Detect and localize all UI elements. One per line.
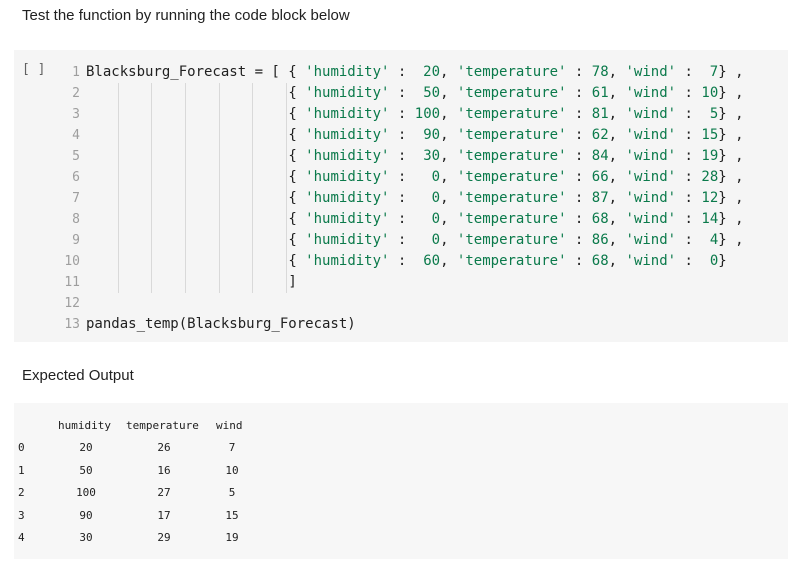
indent-guide (151, 83, 153, 293)
table-cell: 19 (225, 531, 239, 544)
column-header: temperature (126, 419, 199, 432)
table-cell: 5 (228, 486, 236, 499)
indent-guide (286, 83, 288, 293)
table-row: 4 30 29 19 (14, 527, 788, 549)
indent-guide (218, 83, 220, 293)
row-index: 1 (18, 463, 25, 477)
line-number: 8 (72, 212, 80, 227)
table-header-row: humidity temperature wind (14, 415, 788, 437)
line-number: 7 (72, 191, 80, 206)
code-text: { 'humidity' : 100, 'temperature' : 81, … (288, 106, 744, 122)
table-cell: 50 (79, 463, 93, 477)
line-number: 10 (64, 254, 80, 269)
row-index: 0 (18, 441, 25, 454)
table-cell: 15 (225, 508, 239, 522)
table-cell: 20 (79, 441, 93, 454)
code-text: pandas_temp(Blacksburg_Forecast) (86, 316, 356, 332)
code-text: { 'humidity' : 0, 'temperature' : 86, 'w… (288, 232, 744, 248)
row-index: 4 (18, 531, 25, 544)
indent-guide (252, 83, 254, 293)
table-cell: 100 (76, 486, 96, 499)
table-cell: 26 (157, 441, 171, 454)
line-number: 6 (72, 170, 80, 185)
code-text: { 'humidity' : 0, 'temperature' : 87, 'w… (288, 190, 744, 206)
table-row: 1 50 16 10 (14, 460, 788, 482)
line-number: 3 (72, 107, 80, 122)
table-row: 0 20 26 7 (14, 437, 788, 459)
table-cell: 30 (79, 531, 93, 544)
column-header: humidity (58, 419, 111, 432)
line-number: 5 (72, 149, 80, 164)
code-text: { 'humidity' : 90, 'temperature' : 62, '… (288, 127, 744, 143)
line-number: 1 (72, 65, 80, 80)
line-number: 2 (72, 86, 80, 101)
line-number: 12 (64, 296, 80, 311)
indent-guide (184, 83, 186, 293)
table-cell: 10 (225, 463, 239, 477)
column-header: wind (216, 419, 243, 432)
line-number: 4 (72, 128, 80, 143)
code-text: { 'humidity' : 60, 'temperature' : 68, '… (288, 253, 727, 269)
code-cell[interactable]: [ ] 1 Blacksburg_Forecast = [ { 'humidity… (14, 50, 788, 342)
code-text: Blacksburg_Forecast = [ { 'humidity' : 2… (86, 64, 744, 80)
indent-guide (117, 83, 119, 293)
line-number: 11 (64, 275, 80, 290)
table-cell: 17 (157, 508, 171, 522)
code-text: { 'humidity' : 50, 'temperature' : 61, '… (288, 85, 744, 101)
code-text: { 'humidity' : 30, 'temperature' : 84, '… (288, 148, 744, 164)
intro-text: Test the function by running the code bl… (22, 7, 350, 24)
row-index: 3 (18, 508, 25, 522)
table-cell: 7 (228, 441, 236, 454)
table-row: 2 100 27 5 (14, 482, 788, 504)
expected-output-heading: Expected Output (22, 367, 134, 384)
output-table: humidity temperature wind 0 20 26 7 1 50 16 10 2 100… (14, 403, 788, 559)
code-text: { 'humidity' : 0, 'temperature' : 66, 'w… (288, 169, 744, 185)
row-index: 2 (18, 486, 25, 499)
line-number: 13 (64, 317, 80, 332)
table-cell: 27 (157, 486, 171, 499)
run-cell-button[interactable]: [ ] (22, 62, 46, 77)
line-number: 9 (72, 233, 80, 248)
table-cell: 90 (79, 508, 93, 522)
code-text: { 'humidity' : 0, 'temperature' : 68, 'w… (288, 211, 744, 227)
table-cell: 16 (157, 463, 171, 477)
table-row: 3 90 17 15 (14, 505, 788, 527)
code-text: ] (288, 274, 297, 290)
table-cell: 29 (157, 531, 171, 544)
